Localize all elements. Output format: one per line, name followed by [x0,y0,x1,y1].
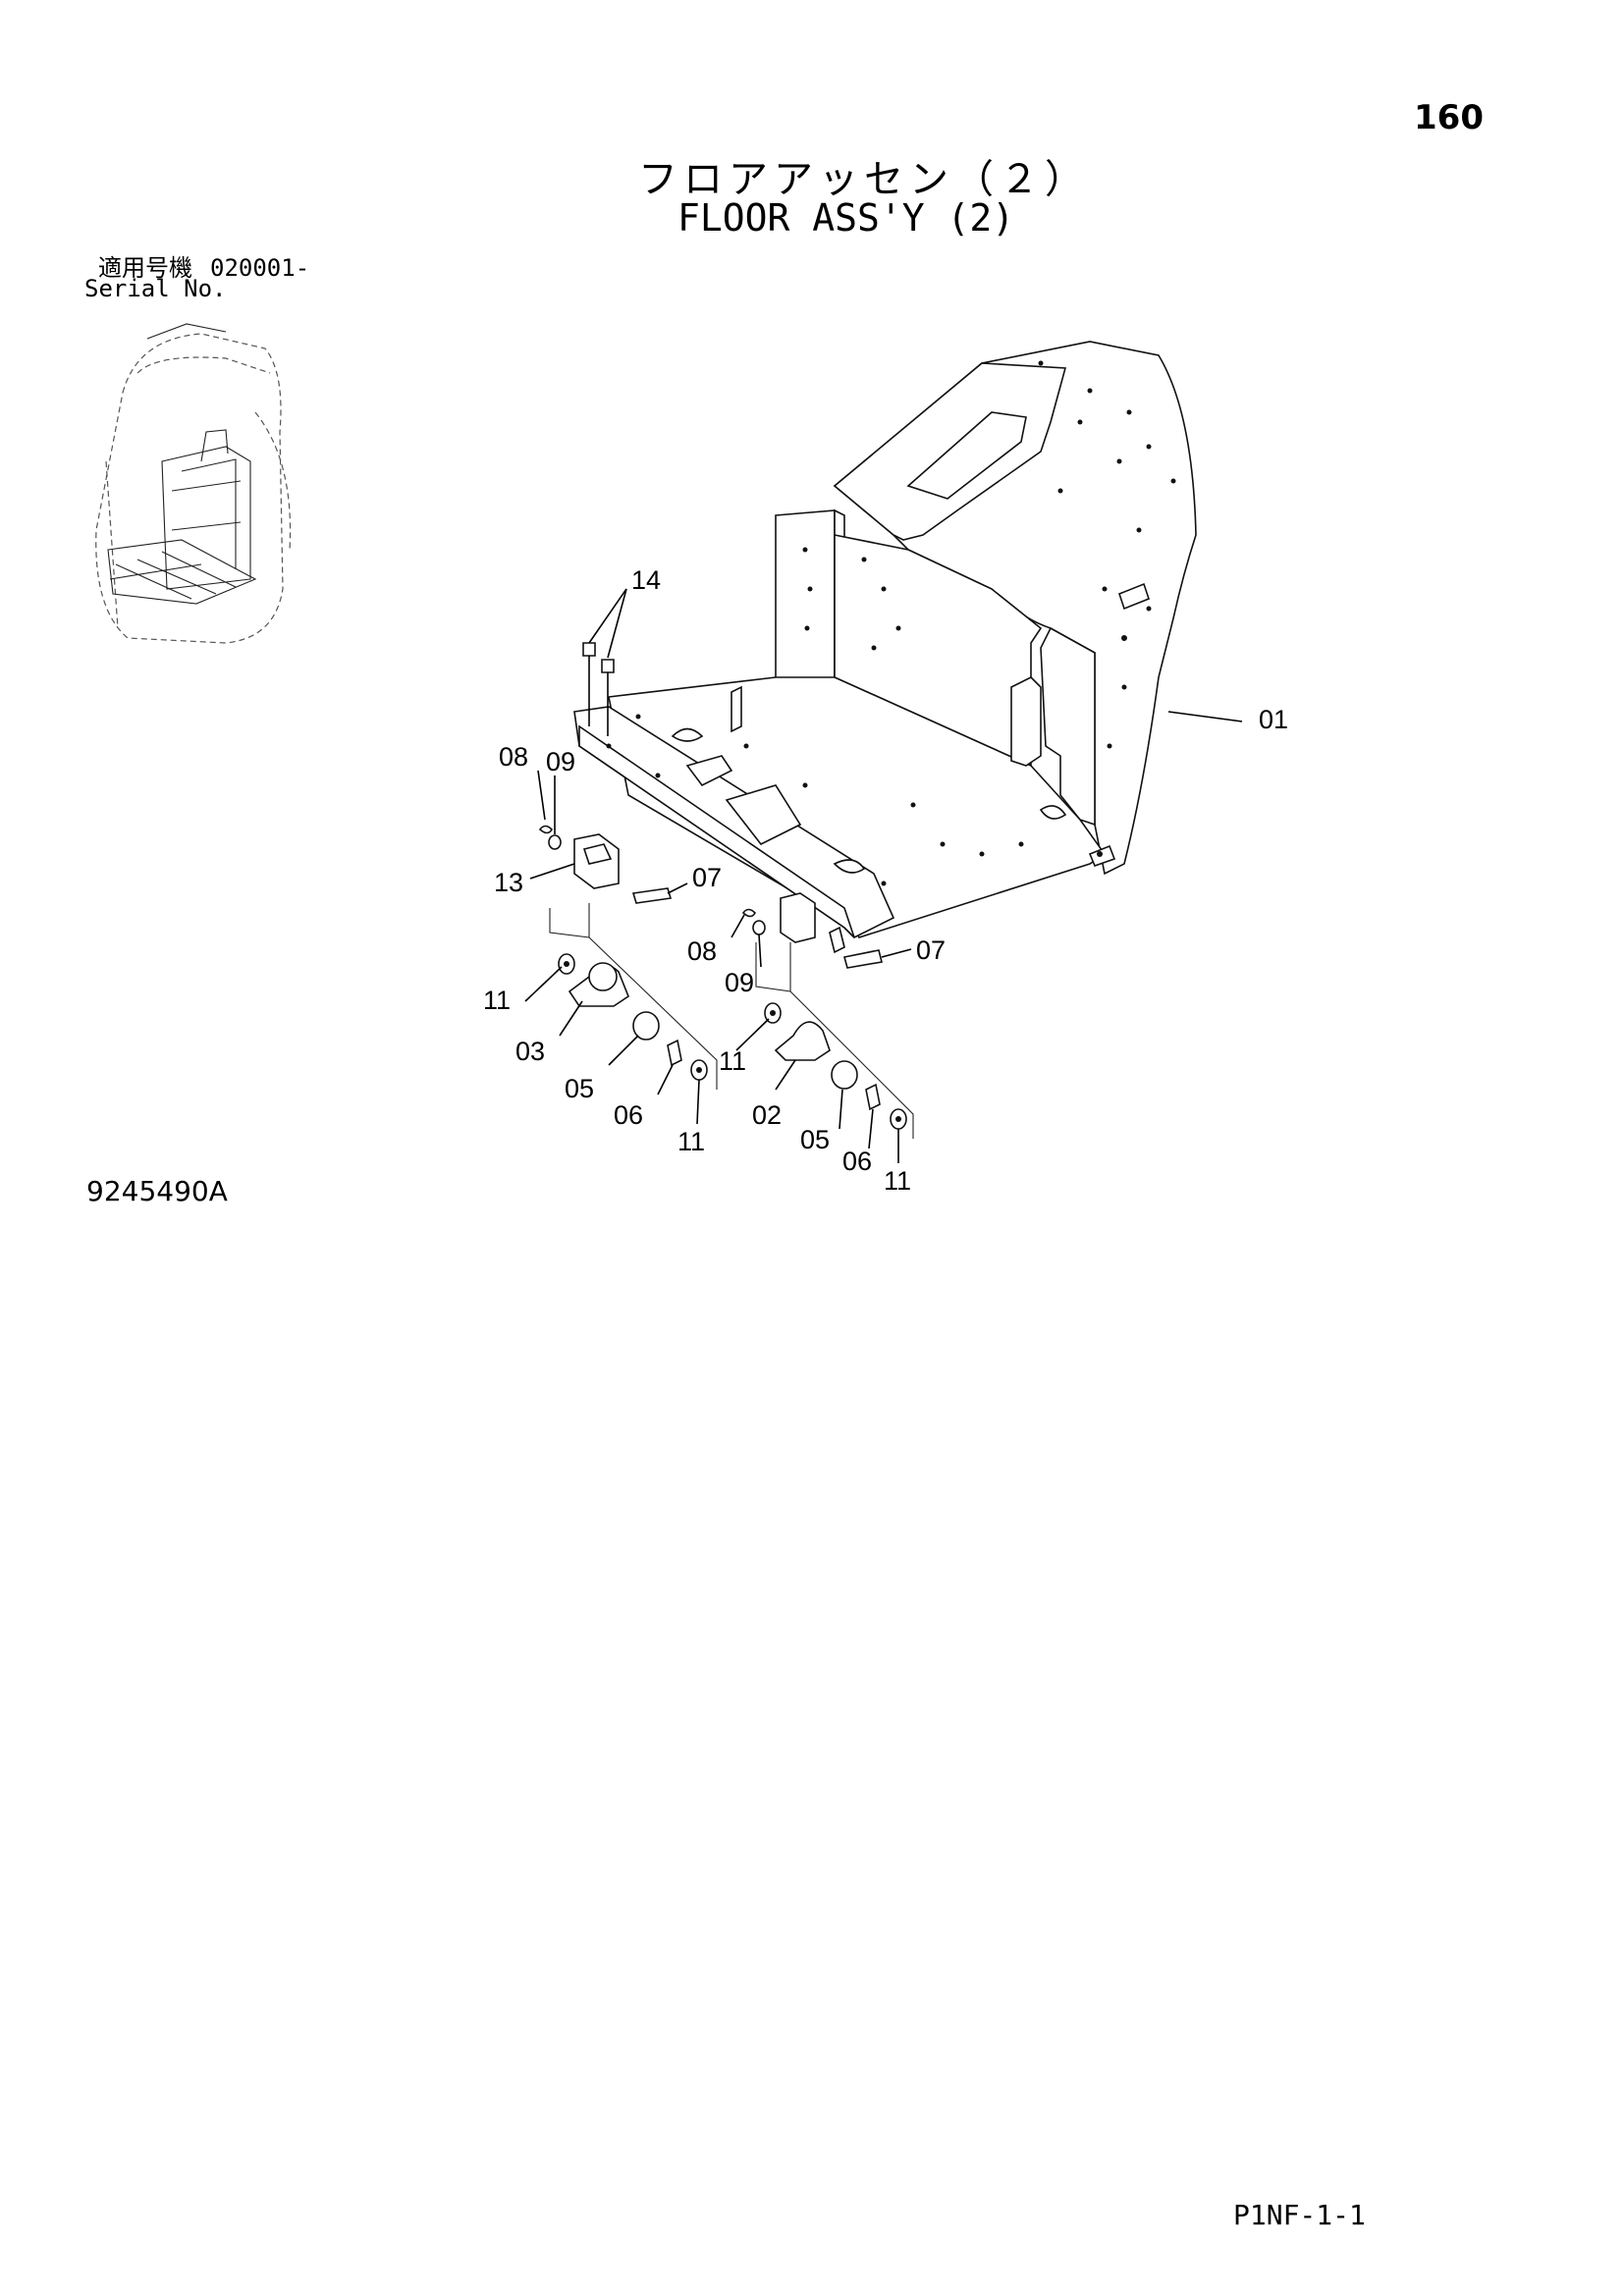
callout-11-d: 11 [884,1166,911,1196]
callout-09-left: 09 [546,747,575,776]
callout-07-left: 07 [692,863,722,892]
callout-02: 02 [752,1100,782,1130]
bolt-part-14 [582,642,615,736]
leader-lines [524,588,1243,1163]
callout-09-right: 09 [725,968,754,997]
callout-08-right: 08 [687,936,717,966]
page-title-english: FLOOR ASS'Y (2) [677,196,1015,240]
callout-01: 01 [1259,705,1288,734]
callout-08-left: 08 [499,742,528,772]
callout-11-c: 11 [719,1046,746,1076]
callout-11-a: 11 [483,986,511,1015]
callout-05-right: 05 [800,1125,830,1154]
page-code: P1NF-1-1 [1233,2199,1366,2231]
callout-13: 13 [494,868,523,897]
page-title-japanese: フロアアッセン（２） [638,157,1090,202]
serial-label-japanese: 適用号機 020001- [98,248,309,283]
mounting-holes [606,360,1176,886]
left-mount-assembly [538,825,718,1090]
serial-label-jp-text: 適用号機 [98,254,192,282]
callout-14: 14 [631,565,661,595]
floor-assembly-part-01 [573,341,1197,938]
callout-11-b: 11 [677,1127,705,1156]
cab-locator-thumbnail [95,323,292,644]
callout-07-right: 07 [916,935,946,965]
callout-05-left: 05 [565,1074,594,1103]
serial-number: 020001- [210,254,310,282]
right-mount-assembly [741,892,914,1139]
callout-06-right: 06 [842,1147,872,1176]
serial-label-english: Serial No. [84,275,227,302]
callout-labels: 01 02 03 05 05 06 06 07 07 08 08 09 09 1… [483,565,1288,1196]
callout-03: 03 [515,1037,545,1066]
drawing-number: 9245490A [86,1175,228,1207]
page-number: 160 [1414,98,1484,137]
callout-06-left: 06 [614,1100,643,1130]
